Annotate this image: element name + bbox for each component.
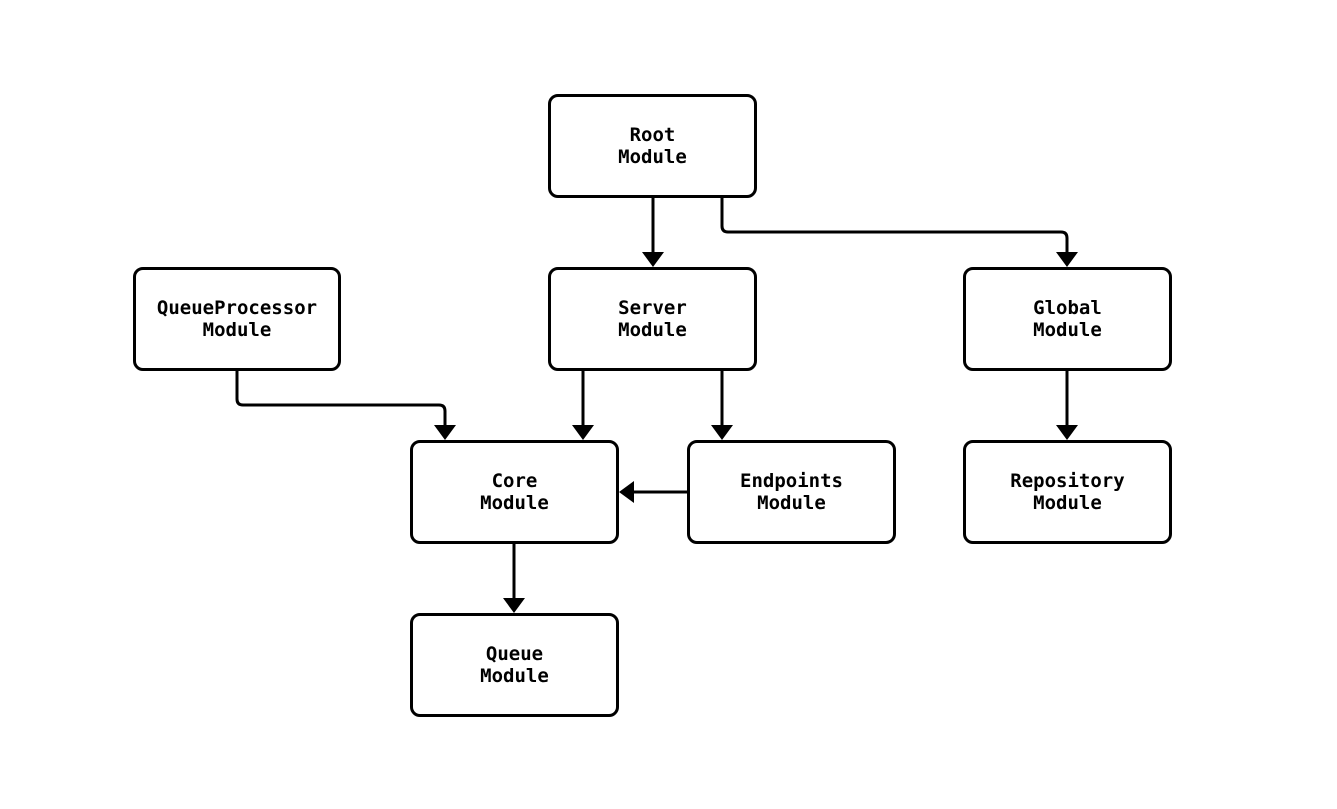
arrowhead-global-to-repository bbox=[1056, 425, 1078, 440]
node-label: QueueProcessor bbox=[156, 297, 318, 319]
node-label: Module bbox=[618, 319, 687, 341]
node-label: Module bbox=[1033, 319, 1102, 341]
node-label: Global bbox=[1033, 297, 1102, 319]
arrowhead-root-to-server bbox=[642, 252, 664, 267]
edge-root-to-global bbox=[720, 198, 1069, 252]
node-label: Queue bbox=[485, 643, 544, 665]
node-label: Root bbox=[629, 124, 676, 146]
arrowhead-core-to-queue bbox=[503, 598, 525, 613]
node-label: Module bbox=[480, 665, 549, 687]
arrowhead-root-to-global bbox=[1056, 252, 1078, 267]
arrowhead-server-to-core bbox=[572, 425, 594, 440]
arrowhead-endpoints-to-core bbox=[619, 481, 634, 503]
edge-queue-processor-to-core bbox=[235, 371, 447, 425]
node-label: Core bbox=[491, 470, 538, 492]
node-label: Module bbox=[480, 492, 549, 514]
node-label: Module bbox=[1033, 492, 1102, 514]
node-label: Server bbox=[618, 297, 687, 319]
arrowhead-queue-processor-to-core bbox=[434, 425, 456, 440]
node-label: Repository bbox=[1010, 470, 1125, 492]
arrowhead-server-to-endpoints bbox=[711, 425, 733, 440]
node-label: Module bbox=[618, 146, 687, 168]
node-label: Module bbox=[202, 319, 272, 341]
node-label: Endpoints bbox=[740, 470, 843, 492]
node-label: Module bbox=[757, 492, 826, 514]
